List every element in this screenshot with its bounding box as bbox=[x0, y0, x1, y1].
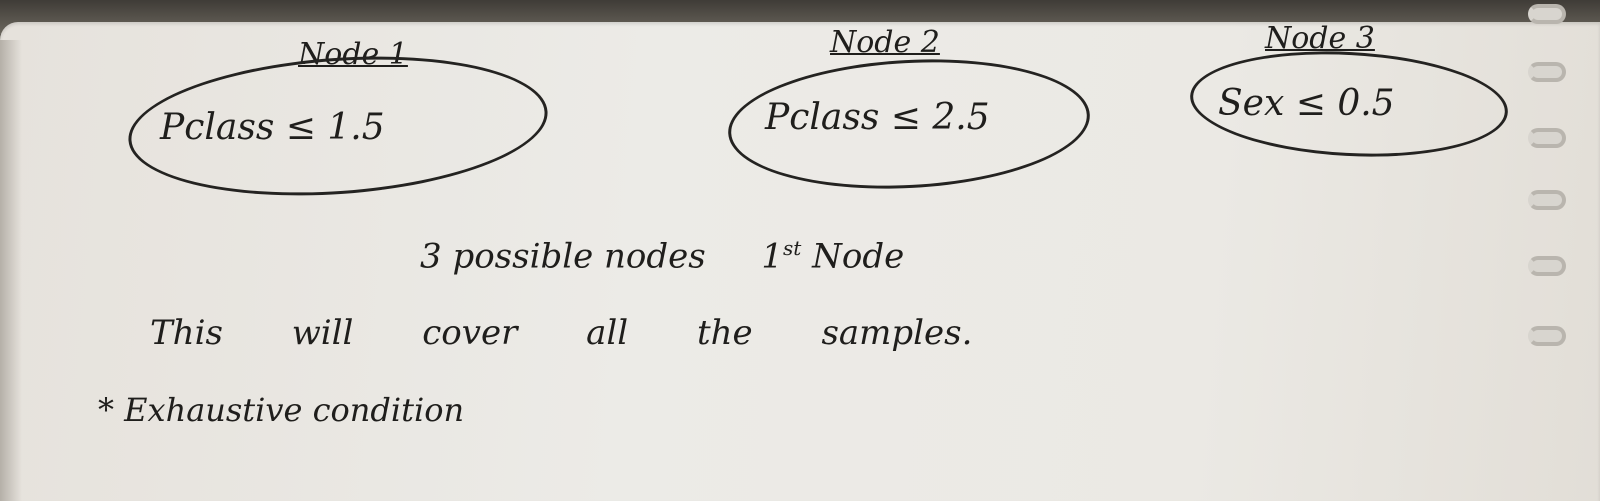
node-3-title: Node 3 bbox=[1265, 21, 1375, 56]
binding-ring bbox=[1528, 62, 1566, 82]
note-line-1-word: Node bbox=[812, 236, 905, 277]
page-edge-shadow bbox=[0, 40, 22, 501]
node-2-condition: Pclass ≤ 2.5 bbox=[765, 97, 990, 138]
node-1-title: Node 1 bbox=[298, 37, 408, 72]
note-line-3: * Exhaustive condition bbox=[98, 391, 465, 429]
node-3-condition: Sex ≤ 0.5 bbox=[1218, 83, 1395, 124]
binding-ring bbox=[1528, 190, 1566, 210]
node-2-title: Node 2 bbox=[830, 25, 940, 60]
binding-ring bbox=[1528, 128, 1566, 148]
binding-ring bbox=[1528, 256, 1566, 276]
note-line-1-ordinal: 1 bbox=[761, 236, 783, 277]
notebook-page bbox=[0, 22, 1600, 501]
note-line-2: This will cover all the samples. bbox=[150, 313, 973, 353]
note-line-1-lead: 3 possible nodes bbox=[420, 236, 706, 277]
node-1-condition: Pclass ≤ 1.5 bbox=[160, 107, 385, 148]
binding-ring bbox=[1528, 4, 1566, 24]
note-line-1-ordinal-suffix: st bbox=[782, 236, 802, 260]
binding-ring bbox=[1528, 326, 1566, 346]
note-line-1: 3 possible nodes 1st Node bbox=[420, 238, 904, 273]
